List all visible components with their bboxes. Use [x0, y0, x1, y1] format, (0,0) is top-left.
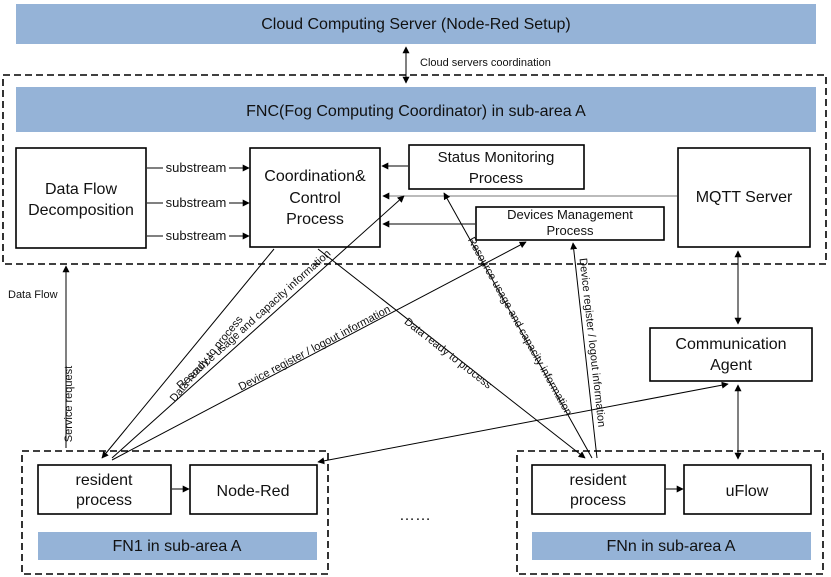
substream-label-1: substream: [166, 160, 227, 175]
communication-agent-label-1: Communication: [675, 336, 786, 353]
service-request-label: Service request: [63, 366, 75, 442]
coordination-control-label-3: Process: [286, 211, 344, 228]
coordination-control-label-2: Control: [289, 190, 341, 207]
cloud-server-bar: [16, 4, 816, 44]
status-monitoring-box: [408, 144, 585, 190]
device-register-label-n: Device register / logout information: [577, 258, 608, 428]
resident1-agent-arrow: [317, 381, 729, 465]
node-red-box: [189, 464, 318, 515]
fnc-label: FNC(Fog Computing Coordinator) in sub-ar…: [246, 103, 586, 120]
cloud-server-label: Cloud Computing Server (Node-Red Setup): [261, 16, 570, 33]
mqtt-server-box: [677, 147, 811, 248]
data-flow-label: Data Flow: [8, 289, 58, 301]
uflow-box: [683, 464, 812, 515]
devices-management-box: [475, 206, 665, 241]
data-ready-label-n: Data ready to process: [402, 316, 495, 392]
resident-process-1-box: [37, 464, 172, 515]
resident-process-n-box: [531, 464, 666, 515]
resident-process-n-label-1: resident: [570, 472, 627, 489]
data-flow-decomposition-label-1: Data Flow: [45, 181, 117, 198]
substream-label-3: substream: [166, 228, 227, 243]
status-monitoring-label-1: Status Monitoring: [438, 149, 555, 166]
resident-process-n-label-2: process: [570, 492, 626, 509]
data-flow-decomposition-label-2: Decomposition: [28, 202, 134, 219]
communication-agent-label-2: Agent: [710, 357, 752, 374]
communication-agent-box: [649, 327, 813, 382]
cloud-coordination-label: Cloud servers coordination: [420, 57, 551, 69]
fnn-label: FNn in sub-area A: [607, 538, 736, 555]
status-monitoring-label-2: Process: [469, 170, 523, 187]
resource-usage-label-n: Resource usage and capacity information: [465, 235, 574, 418]
resident-process-1-label-1: resident: [76, 472, 133, 489]
devices-management-label-2: Process: [547, 223, 594, 238]
ellipsis: ……: [399, 507, 431, 524]
fnc-region: [2, 74, 827, 265]
uflow-label: uFlow: [726, 483, 769, 500]
fnc-bar: [16, 87, 816, 132]
data-ready-arrow-1: [101, 248, 275, 459]
resource-usage-arrow-1: [111, 195, 405, 459]
resident-process-1-label-2: process: [76, 492, 132, 509]
devices-management-label-1: Devices Management: [507, 207, 633, 222]
data-flow-decomposition-box: [15, 147, 147, 249]
device-register-arrow-1: [111, 241, 527, 461]
substream-label-2: substream: [166, 195, 227, 210]
fnn-bar: [532, 532, 811, 560]
node-red-label: Node-Red: [217, 483, 290, 500]
resource-usage-label-1: Resource usage and capacity information: [175, 248, 334, 392]
fnn-region: [516, 450, 824, 575]
coordination-control-label-1: Coordination&: [264, 168, 366, 185]
coordination-control-box: [249, 147, 381, 248]
fn1-region: [21, 450, 329, 575]
fn1-label: FN1 in sub-area A: [113, 538, 242, 555]
fn1-bar: [38, 532, 317, 560]
mqtt-server-label: MQTT Server: [696, 189, 793, 206]
